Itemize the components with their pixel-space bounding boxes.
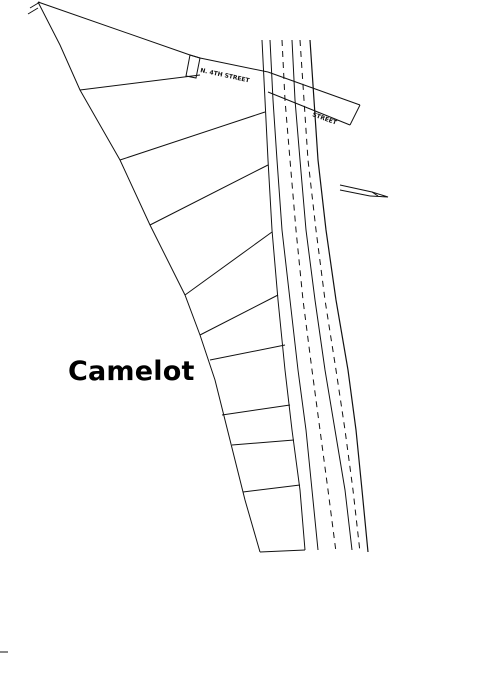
corner-mark — [0, 1, 41, 653]
cross-street — [267, 71, 361, 126]
upper-street-label: N. 4TH STREET — [200, 67, 251, 84]
north-arrow — [339, 184, 389, 198]
map-title: Camelot — [68, 356, 195, 387]
property-boundaries — [37, 1, 306, 553]
road — [269, 39, 369, 553]
